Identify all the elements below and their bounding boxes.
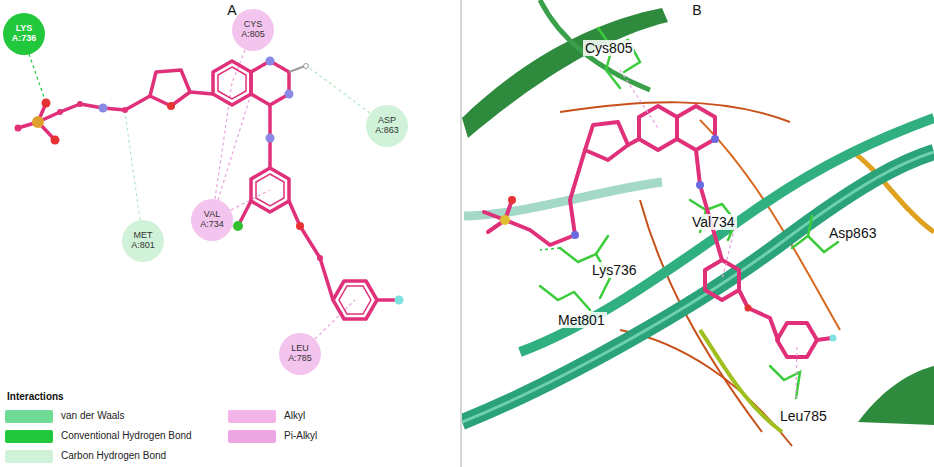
alkyl-dash [218, 94, 251, 200]
fluorine-atom [395, 296, 404, 305]
residue-name: LYS A:736 [8, 24, 40, 44]
benzene-ring [639, 106, 677, 150]
legend-swatch [5, 430, 53, 443]
carbon-atom [122, 107, 128, 113]
carbon-atom [57, 109, 63, 115]
nitrogen-atom [285, 90, 294, 99]
hbond-dash [29, 54, 45, 100]
beta-strand [464, 182, 662, 216]
oxygen-atom [167, 102, 175, 110]
nitrogen-atom [266, 57, 275, 66]
aniline-ring [705, 260, 739, 300]
residue-name: LEU A:785 [284, 344, 316, 364]
ligand-bond [190, 92, 213, 94]
protein-ribbon [700, 330, 782, 432]
residue-circle: CYS A:805 [232, 9, 274, 51]
hydrogen-bond-stick [289, 66, 305, 72]
alkyl-dash [620, 70, 658, 128]
residue-circle: ASP A:863 [366, 105, 408, 147]
legend-label: Alkyl [284, 410, 305, 422]
carbon-atom [15, 125, 22, 132]
residue-sticks [808, 216, 812, 236]
sulfur-atom [500, 215, 510, 225]
panel-letter: B [690, 2, 703, 18]
beta-strand [462, 152, 934, 422]
oxygen-atom [296, 222, 304, 230]
benzyloxy-chain [739, 290, 778, 340]
fluorine-atom [830, 335, 837, 342]
legend-swatch [228, 430, 276, 443]
hbond-dash [540, 248, 560, 250]
pi-alkyl-dash [796, 345, 797, 398]
residue-label: Lys736 [590, 262, 639, 278]
nitrogen-atom [266, 134, 275, 143]
oxygen-atom [51, 136, 60, 145]
hydrogen-atom [304, 64, 309, 69]
oxygen-atom [42, 99, 51, 108]
oxygen-atom [508, 196, 516, 204]
pyrimidine-ring [677, 106, 715, 150]
aromatic-inner [339, 286, 371, 314]
legend-label: van der Waals [61, 410, 125, 422]
protein-helix [858, 366, 934, 425]
aniline-ring [251, 168, 289, 212]
protein-ribbon [540, 0, 650, 90]
residue-label: Met801 [556, 312, 607, 328]
nitrogen-atom [696, 181, 704, 189]
beta-strand-highlight [462, 152, 934, 422]
nitrogen-atom [571, 231, 579, 239]
residue-circle: MET A:801 [122, 220, 164, 262]
pyrimidine-ring [251, 61, 289, 105]
pi-alkyl-dash [722, 222, 736, 280]
legend-swatch [5, 410, 53, 423]
nitrogen-atom [711, 135, 719, 143]
residue-name: CYS A:805 [237, 20, 269, 40]
residue-circle: LEU A:785 [279, 333, 321, 375]
protein-coil [620, 330, 792, 446]
carbon-hbond-dash [307, 66, 370, 113]
residue-label: Leu785 [778, 408, 829, 424]
furan-ring [150, 70, 190, 106]
legend-label: Conventional Hydrogen Bond [61, 430, 192, 442]
furan-ring [585, 122, 628, 160]
sulfur-atom [32, 116, 44, 128]
carbon-atom [317, 255, 323, 261]
ligand-chain [38, 96, 150, 122]
legend-swatch [228, 410, 276, 423]
legend-heading: Interactions [5, 391, 66, 403]
ligand-bond [696, 150, 722, 260]
legend-swatch [5, 450, 53, 463]
nitrogen-atom [99, 104, 108, 113]
residue-name: VAL A:734 [196, 210, 228, 230]
aromatic-inner [218, 67, 246, 99]
benzene-ring [213, 61, 251, 105]
residue-name: MET A:801 [127, 231, 159, 251]
aromatic-inner [256, 174, 284, 206]
chlorine-atom [233, 221, 243, 231]
legend-label: Carbon Hydrogen Bond [61, 450, 166, 462]
benzyloxy-chain [289, 201, 333, 300]
legend-label: Pi-Alkyl [284, 430, 317, 442]
panel-letter: A [225, 2, 238, 18]
fluorophenyl-ring [777, 323, 817, 357]
residue-label: Cys805 [583, 40, 634, 56]
residue-sticks [770, 366, 800, 398]
residue-label: Asp863 [827, 225, 878, 241]
ligand-chain [505, 150, 585, 245]
oxygen-atom [745, 305, 752, 312]
residue-circle: LYS A:736 [3, 13, 45, 55]
residue-label: Val734 [690, 214, 737, 230]
residue-name: ASP A:863 [371, 116, 403, 136]
residue-sticks [596, 236, 608, 254]
vdw-dash [125, 112, 140, 220]
residue-circle: VAL A:734 [191, 199, 233, 241]
fluorophenyl-ring [333, 281, 377, 319]
carbon-atom [77, 101, 83, 107]
panel-divider [460, 0, 462, 467]
residue-sticks [540, 286, 590, 310]
